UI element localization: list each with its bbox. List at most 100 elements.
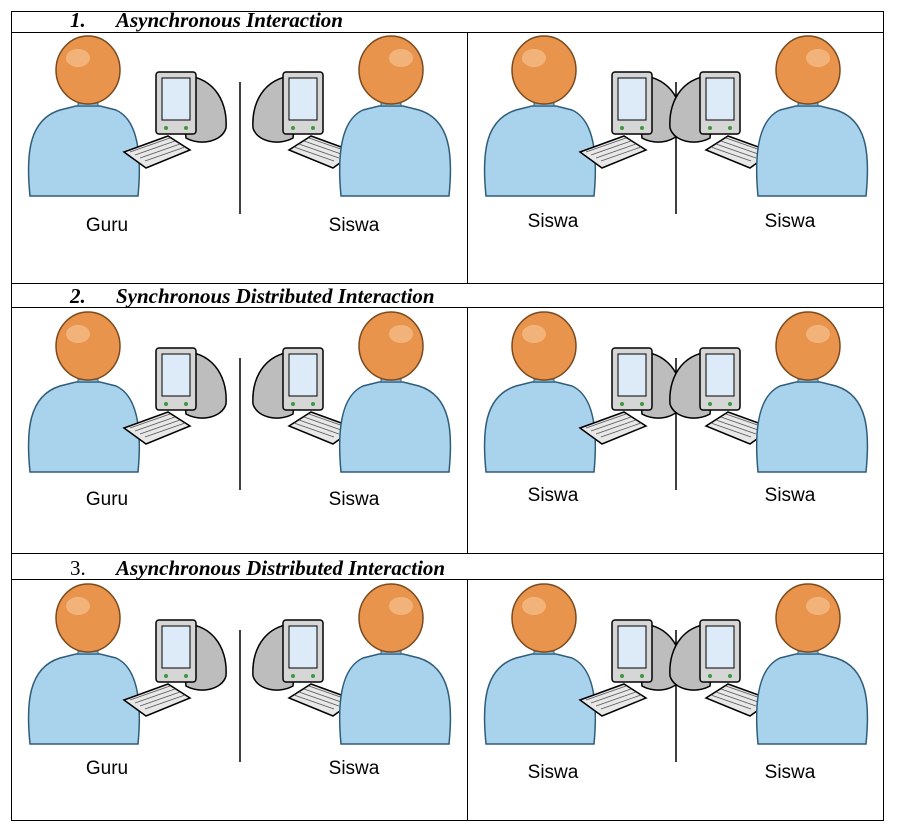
left-computer bbox=[122, 71, 227, 169]
monitor-screen bbox=[705, 625, 735, 669]
keyboard-keys bbox=[293, 694, 335, 710]
person-icon bbox=[755, 35, 869, 197]
keyboard-keys bbox=[715, 143, 757, 159]
person-head bbox=[511, 35, 577, 105]
right-computer bbox=[252, 71, 357, 169]
left-user bbox=[27, 35, 141, 197]
person-head-highlight bbox=[806, 325, 830, 343]
row-divider bbox=[12, 32, 883, 33]
keyboard-keys bbox=[134, 416, 176, 432]
power-light bbox=[164, 674, 168, 678]
keyboard-keys bbox=[293, 146, 335, 162]
monitor-screen bbox=[161, 77, 191, 121]
person-head-highlight bbox=[66, 597, 90, 615]
power-light bbox=[184, 126, 188, 130]
keyboard-keys bbox=[710, 422, 752, 438]
computer-icon bbox=[122, 619, 227, 717]
person-head-highlight bbox=[522, 325, 546, 343]
power-light bbox=[640, 126, 644, 130]
monitor-screen bbox=[705, 353, 735, 397]
keyboard-keys bbox=[585, 685, 627, 701]
person-head-highlight bbox=[389, 325, 413, 343]
keyboard-keys bbox=[139, 691, 181, 707]
computer-icon bbox=[669, 347, 774, 445]
keyboard-keys bbox=[720, 140, 762, 156]
interaction-pictogram bbox=[27, 583, 452, 762]
monitor-screen bbox=[705, 77, 735, 121]
person-head-highlight bbox=[806, 597, 830, 615]
keyboard-keys bbox=[134, 688, 176, 704]
power-light bbox=[291, 402, 295, 406]
person-body bbox=[27, 381, 141, 473]
interaction-pictogram bbox=[27, 35, 452, 214]
keyboard-keys bbox=[303, 140, 345, 156]
person-icon bbox=[755, 583, 869, 745]
computer-icon bbox=[578, 619, 683, 717]
right-role-label: Siswa bbox=[328, 215, 380, 236]
keyboard-keys bbox=[710, 694, 752, 710]
person-head bbox=[55, 311, 121, 381]
keyboard-keys bbox=[139, 143, 181, 159]
power-light bbox=[708, 402, 712, 406]
keyboard-keys bbox=[600, 694, 642, 710]
computer-icon bbox=[252, 619, 357, 717]
computer-icon bbox=[122, 347, 227, 445]
keyboard-keys bbox=[144, 694, 186, 710]
row-divider bbox=[12, 553, 883, 554]
left-role-label: Siswa bbox=[527, 485, 579, 506]
keyboard-keys bbox=[298, 143, 340, 159]
interaction-pictogram bbox=[483, 583, 869, 762]
monitor-screen bbox=[617, 353, 647, 397]
person-icon bbox=[27, 35, 141, 197]
computer-icon bbox=[578, 71, 683, 169]
keyboard-keys bbox=[595, 419, 637, 435]
person-icon bbox=[338, 583, 452, 745]
person-head bbox=[511, 311, 577, 381]
right-role-label: Siswa bbox=[764, 762, 816, 783]
section-heading-3: 3.Asynchronous Distributed Interaction bbox=[70, 556, 445, 581]
power-light bbox=[184, 674, 188, 678]
person-icon bbox=[27, 311, 141, 473]
monitor-screen bbox=[617, 625, 647, 669]
power-light bbox=[728, 674, 732, 678]
person-head bbox=[511, 583, 577, 653]
section-number: 3. bbox=[70, 556, 86, 580]
right-computer bbox=[669, 619, 774, 717]
person-head bbox=[775, 311, 841, 381]
person-icon bbox=[27, 583, 141, 745]
power-light bbox=[620, 674, 624, 678]
keyboard-keys bbox=[720, 416, 762, 432]
monitor-screen bbox=[288, 353, 318, 397]
person-head-highlight bbox=[66, 325, 90, 343]
right-user bbox=[755, 583, 869, 745]
person-body bbox=[27, 105, 141, 197]
section-number: 2. bbox=[70, 284, 86, 308]
right-user bbox=[338, 311, 452, 473]
person-body bbox=[27, 653, 141, 745]
left-role-label: Siswa bbox=[527, 211, 579, 232]
power-light bbox=[728, 402, 732, 406]
person-body bbox=[483, 653, 597, 745]
computer-icon bbox=[252, 71, 357, 169]
row-divider bbox=[12, 307, 883, 308]
right-computer bbox=[669, 71, 774, 169]
power-light bbox=[620, 402, 624, 406]
person-icon bbox=[483, 311, 597, 473]
keyboard-keys bbox=[129, 685, 171, 701]
left-role-label: Siswa bbox=[527, 762, 579, 783]
row-divider bbox=[12, 579, 883, 580]
left-computer bbox=[578, 71, 683, 169]
person-head bbox=[55, 583, 121, 653]
person-icon bbox=[755, 311, 869, 473]
right-user bbox=[338, 583, 452, 745]
row-divider bbox=[12, 283, 883, 284]
section-number: 1. bbox=[70, 8, 86, 32]
left-user bbox=[483, 311, 597, 473]
person-body bbox=[755, 105, 869, 197]
power-light bbox=[164, 402, 168, 406]
interaction-pictogram bbox=[27, 311, 452, 490]
